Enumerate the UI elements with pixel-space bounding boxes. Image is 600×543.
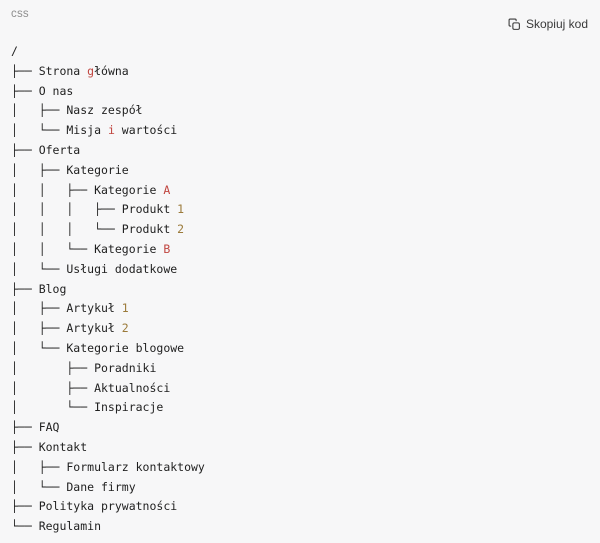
code-text: / bbox=[11, 44, 18, 58]
code-line: ├── Kontakt bbox=[11, 438, 205, 458]
code-token-red: B bbox=[163, 241, 171, 256]
code-text: │ ├── Artykuł bbox=[11, 301, 122, 316]
code-token-gold: 2 bbox=[121, 321, 129, 336]
code-text: ├── O nas bbox=[11, 83, 74, 98]
code-line: │ ├── Poradniki bbox=[11, 359, 205, 379]
code-text: │ └── Misja bbox=[11, 123, 108, 138]
code-text: │ ├── Artykuł bbox=[11, 321, 122, 336]
code-text: └── Regulamin bbox=[11, 519, 102, 534]
code-line: │ ├── Artykuł 1 bbox=[11, 299, 205, 319]
code-text: ├── Strona bbox=[11, 63, 88, 78]
code-line: │ ├── Aktualności bbox=[11, 379, 205, 399]
code-token-gold: 1 bbox=[121, 301, 129, 316]
code-line: │ └── Inspiracje bbox=[11, 398, 205, 418]
code-text: │ ├── Nasz zespół bbox=[11, 103, 143, 118]
code-line: ├── Oferta bbox=[11, 141, 205, 161]
code-text: łówna bbox=[94, 63, 129, 78]
code-text: │ └── Kategorie blogowe bbox=[11, 340, 185, 355]
code-text: ├── Oferta bbox=[11, 142, 81, 157]
code-text: │ │ └── Kategorie bbox=[11, 241, 164, 256]
code-line: │ └── Kategorie blogowe bbox=[11, 339, 205, 359]
code-token-red: g bbox=[87, 63, 95, 78]
copy-icon bbox=[508, 18, 521, 31]
code-line: ├── Blog bbox=[11, 280, 205, 300]
code-text: wartości bbox=[114, 123, 178, 138]
code-text: ├── FAQ bbox=[11, 420, 60, 435]
code-text: │ │ ├── Kategorie bbox=[11, 182, 164, 197]
copy-button-label: Skopiuj kod bbox=[525, 17, 588, 31]
code-line: │ ├── Artykuł 2 bbox=[11, 319, 205, 339]
code-line: ├── FAQ bbox=[11, 418, 205, 438]
code-line: │ │ │ └── Produkt 2 bbox=[11, 220, 205, 240]
code-line: / bbox=[11, 42, 205, 62]
code-line: ├── Strona główna bbox=[11, 62, 205, 82]
code-text: │ ├── Aktualności bbox=[11, 380, 171, 395]
code-line: │ │ └── Kategorie B bbox=[11, 240, 205, 260]
code-text: │ ├── Formularz kontaktowy bbox=[11, 459, 205, 474]
code-text: │ │ │ └── Produkt bbox=[11, 222, 178, 237]
code-text: │ │ │ ├── Produkt bbox=[11, 202, 178, 217]
code-text: ├── Kontakt bbox=[11, 439, 88, 454]
code-text: │ ├── Poradniki bbox=[11, 360, 157, 375]
code-text: ├── Blog bbox=[11, 281, 67, 296]
code-line: │ ├── Formularz kontaktowy bbox=[11, 458, 205, 478]
code-line: │ │ ├── Kategorie A bbox=[11, 181, 205, 201]
code-text: │ ├── Kategorie bbox=[11, 162, 129, 177]
code-line: ├── O nas bbox=[11, 82, 205, 102]
code-language-label: css bbox=[11, 8, 29, 20]
code-token-red: i bbox=[107, 123, 115, 138]
copy-code-button[interactable]: Skopiuj kod bbox=[508, 17, 588, 31]
code-content: /├── Strona główna├── O nas│ ├── Nasz ze… bbox=[11, 42, 205, 537]
code-text: ├── Polityka prywatności bbox=[11, 499, 178, 514]
code-line: │ └── Misja i wartości bbox=[11, 121, 205, 141]
code-token-red: A bbox=[163, 182, 171, 197]
code-line: ├── Polityka prywatności bbox=[11, 497, 205, 517]
code-line: │ ├── Nasz zespół bbox=[11, 101, 205, 121]
code-line: └── Regulamin bbox=[11, 517, 205, 537]
code-line: │ └── Dane firmy bbox=[11, 478, 205, 498]
code-text: │ └── Dane firmy bbox=[11, 479, 136, 494]
code-line: │ ├── Kategorie bbox=[11, 161, 205, 181]
code-token-gold: 1 bbox=[177, 202, 185, 217]
code-line: │ └── Usługi dodatkowe bbox=[11, 260, 205, 280]
code-text: │ └── Usługi dodatkowe bbox=[11, 261, 178, 276]
code-text: │ └── Inspiracje bbox=[11, 400, 164, 415]
code-token-gold: 2 bbox=[177, 222, 185, 237]
code-line: │ │ │ ├── Produkt 1 bbox=[11, 200, 205, 220]
